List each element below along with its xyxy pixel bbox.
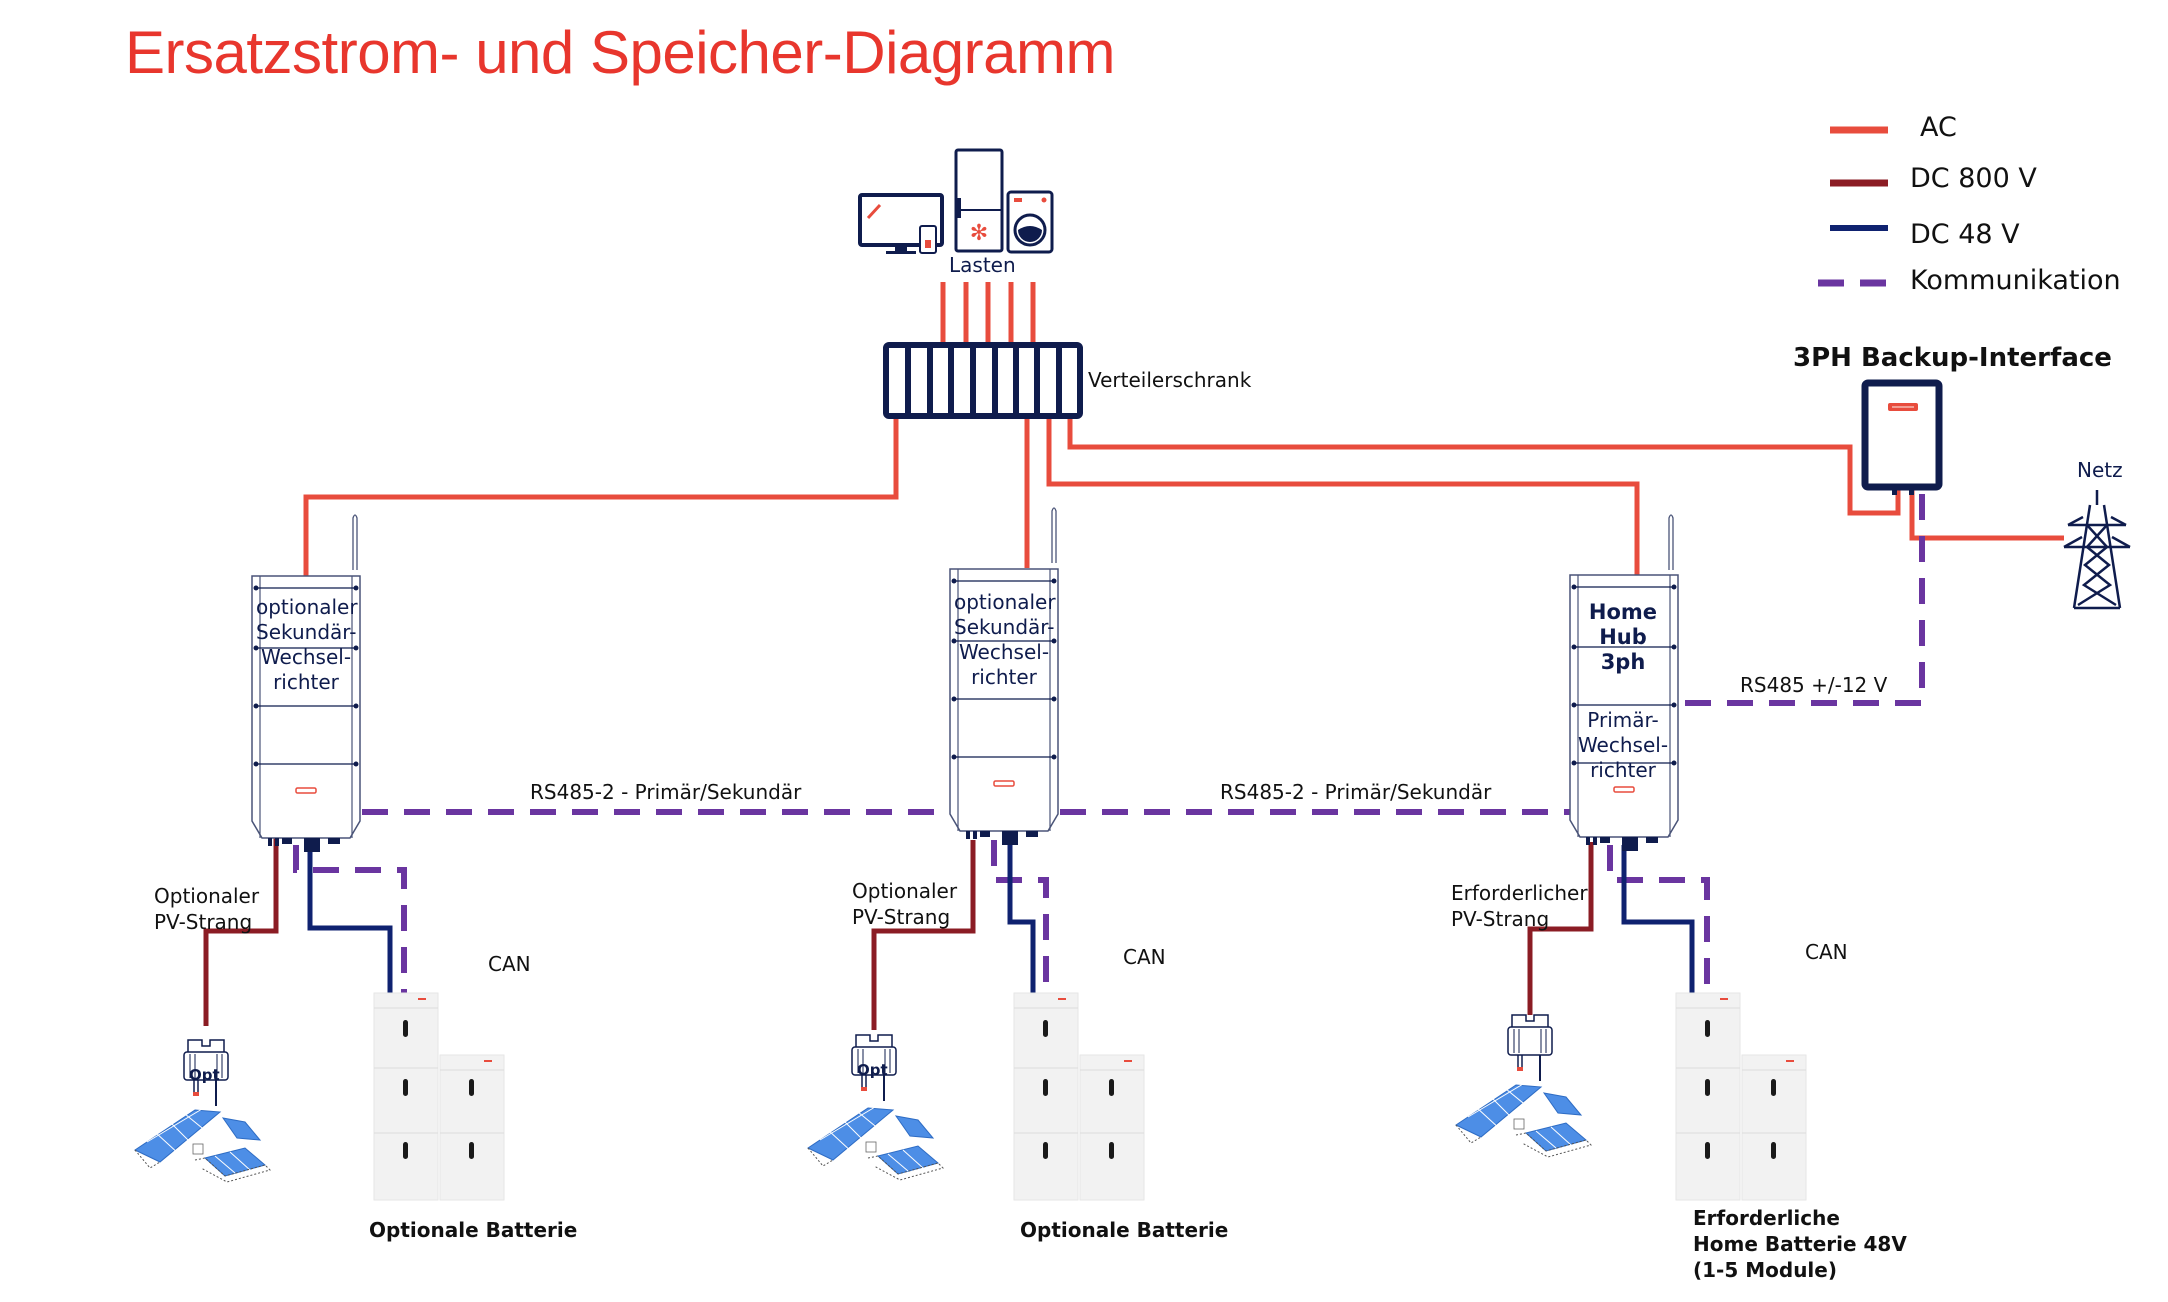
loads-icons: ✻ [858,148,1054,254]
pv-array-right [1455,1014,1592,1158]
legend-label-ac: AC [1920,112,1957,143]
dc800-line-left [203,836,279,1026]
dc800-line-middle [871,840,976,1030]
inverter-home-hub [1569,514,1679,852]
ac-line-left-inverter [303,416,899,580]
fridge-icon: ✻ [954,148,1004,253]
rs485-backup-line [1685,490,1925,706]
dc800-line-right [1527,842,1594,1015]
grid-label: Netz [2077,458,2123,482]
backup-interface-device [1861,379,1943,495]
legend [1818,126,1888,287]
inverter-middle-label: optionaler Sekundär- Wechsel- richter [954,590,1056,689]
home-hub-label: Home Hub 3ph [1588,600,1658,674]
rs485-label-left: RS485-2 - Primär/Sekundär [530,780,802,804]
power-tower-icon [2063,490,2131,610]
legend-label-dc48: DC 48 V [1910,219,2020,250]
pv-array-left [134,1039,271,1183]
legend-label-dc800: DC 800 V [1910,163,2037,194]
pv-string-right-label: Erforderlicher PV-Strang [1451,881,1588,931]
backup-interface-label: 3PH Backup-Interface [1793,343,2112,373]
pv-string-left-label: Optionaler PV-Strang [154,884,260,934]
battery-middle-label: Optionale Batterie [1020,1218,1229,1242]
can-line-left [293,845,407,1000]
dc48-line-left [307,846,393,1000]
can-label-right: CAN [1805,940,1848,964]
battery-left-label: Optionale Batterie [369,1218,578,1242]
battery-right-label: Erforderliche Home Batterie 48V (1-5 Mod… [1693,1206,1907,1282]
dc48-line-middle [1007,842,1036,1000]
battery-stack-right [1675,992,1807,1201]
inverter-left-label: optionaler Sekundär- Wechsel- richter [256,595,358,694]
distribution-panel-label: Verteilerschrank [1088,368,1252,392]
svg-text:✻: ✻ [970,221,988,246]
battery-stack-middle [1013,992,1145,1201]
battery-stack-left [373,992,505,1201]
optimizer-left-label: Opt [189,1066,220,1084]
distribution-panel [883,342,1083,419]
can-line-middle [991,840,1049,1000]
rs485-label-right: RS485-2 - Primär/Sekundär [1220,780,1492,804]
legend-label-communication: Kommunikation [1910,265,2121,296]
pv-string-middle-label: Optionaler PV-Strang [852,879,958,929]
dc48-line-right [1621,845,1695,1000]
washing-machine-icon [1006,190,1054,254]
ac-line-home-hub [1046,416,1640,578]
tv-icon [858,193,944,254]
can-label-left: CAN [488,952,531,976]
pv-array-middle [807,1034,944,1181]
primary-inverter-label: Primär- Wechsel- richter [1577,708,1669,782]
dc48-wiring [307,842,1695,1000]
ac-line-backup [1067,416,1901,516]
optimizer-middle-label: Opt [857,1061,888,1079]
ac-line-grid [1909,490,2064,541]
rs485-backup-label: RS485 +/-12 V [1740,673,1888,697]
can-line-right [1607,845,1710,1000]
diagram-title: Ersatzstrom- und Speicher-Diagramm [125,19,1115,86]
ac-wiring [303,282,2064,580]
dc800-wiring [203,836,1594,1030]
loads-label: Lasten [949,253,1016,277]
communication-wiring [293,490,1925,1000]
can-label-middle: CAN [1123,945,1166,969]
